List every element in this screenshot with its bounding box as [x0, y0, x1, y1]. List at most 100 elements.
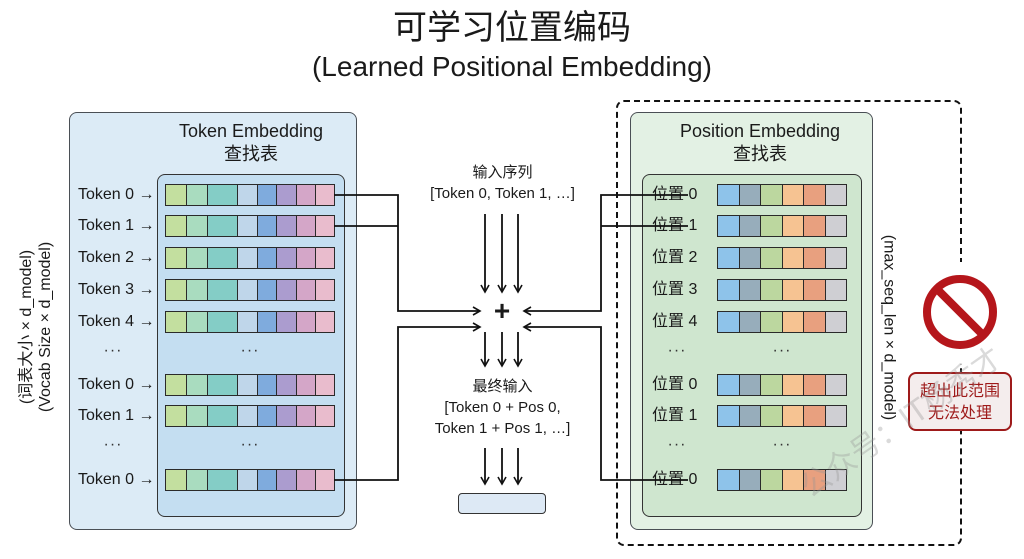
warning-line-2: 无法处理 [927, 403, 992, 422]
token-vector-cell [166, 185, 188, 205]
token-vector-cell [238, 375, 259, 395]
position-vector-cell [825, 406, 846, 426]
token-vector-cell [238, 216, 259, 236]
position-vector-cell [739, 280, 761, 300]
token-embedding-vector [165, 405, 335, 427]
token-vector-cell [277, 375, 297, 395]
token-vector-cell [166, 248, 188, 268]
token-vector-cell [315, 280, 334, 300]
token-vector-cell [296, 406, 316, 426]
token-vector-cell [238, 248, 259, 268]
position-vector-cell [804, 470, 826, 490]
token-vector-cell [296, 280, 316, 300]
token-vector-cell [315, 216, 334, 236]
position-vector-cell [739, 185, 761, 205]
token-row-label: Token 4 → [78, 313, 155, 330]
position-embedding-heading-zh: 查找表 [733, 144, 787, 164]
position-vector-cell [825, 216, 846, 236]
position-embedding-vector [717, 405, 847, 427]
position-embedding-heading-en: Position Embedding [679, 121, 841, 141]
position-embedding-vector [717, 279, 847, 301]
token-vector-cell [187, 312, 209, 332]
position-vector-cell [739, 216, 761, 236]
token-vector-cell [187, 216, 209, 236]
position-embedding-vector [717, 184, 847, 206]
position-vector-cell [761, 375, 783, 395]
position-vector-cell [718, 280, 740, 300]
position-embedding-vector [717, 469, 847, 491]
token-embedding-vector [165, 279, 335, 301]
token-ellipsis-cells: ··· [240, 342, 260, 359]
position-row-label: 位置 0 [652, 376, 698, 393]
position-vector-cell [761, 280, 783, 300]
position-vector-cell [761, 470, 783, 490]
token-vector-cell [166, 216, 188, 236]
token-vector-cell [238, 406, 259, 426]
token-vector-cell [208, 280, 238, 300]
token-vector-cell [258, 280, 278, 300]
token-vector-cell [166, 406, 188, 426]
token-vector-cell [315, 406, 334, 426]
token-row-label: Token 1 → [78, 217, 155, 234]
token-vector-cell [258, 406, 278, 426]
token-ellipsis-label: ··· [103, 436, 123, 453]
token-vector-cell [258, 470, 278, 490]
position-vector-cell [804, 185, 826, 205]
prohibited-icon [923, 262, 997, 364]
token-vector-cell [277, 406, 297, 426]
position-vector-cell [718, 312, 740, 332]
position-vector-cell [825, 280, 846, 300]
position-row-label: 位置 2 [652, 249, 698, 266]
position-vector-cell [761, 312, 783, 332]
token-vector-cell [258, 216, 278, 236]
position-vector-cell [782, 248, 804, 268]
position-embedding-heading: Position Embedding 查找表 [660, 120, 860, 166]
position-vector-cell [761, 406, 783, 426]
token-vector-cell [315, 248, 334, 268]
token-row-label: Token 0 → [78, 376, 155, 393]
position-vector-cell [804, 312, 826, 332]
pos0-connector [522, 194, 688, 316]
position-vector-cell [761, 216, 783, 236]
token0-connector [334, 194, 482, 316]
add-operator: + [493, 295, 511, 326]
token-last-connector [334, 322, 482, 481]
token-vector-cell [296, 312, 316, 332]
token-vector-cell [208, 185, 238, 205]
token-vector-cell [258, 185, 278, 205]
token-vector-cell [208, 406, 238, 426]
input-sequence-value: [Token 0, Token 1, …] [430, 185, 575, 202]
position-vector-cell [739, 248, 761, 268]
token-vector-cell [187, 375, 209, 395]
warning-line-1: 超出此范围 [919, 381, 1000, 400]
token-vector-cell [315, 470, 334, 490]
position-ellipsis-label: ··· [667, 342, 687, 359]
position-row-label: 位置 4 [652, 313, 698, 330]
position-ellipsis-label: ··· [667, 436, 687, 453]
token-vector-cell [187, 248, 209, 268]
final-input-line2: Token 1 + Pos 1, …] [434, 420, 571, 437]
token-vector-cell [187, 406, 209, 426]
final-input-label: 最终输入 [Token 0 + Pos 0, Token 1 + Pos 1, … [400, 376, 605, 439]
token-vector-cell [277, 248, 297, 268]
token-vector-cell [277, 185, 297, 205]
out-of-range-warning: 超出此范围 无法处理 [908, 372, 1012, 431]
position-vector-cell [782, 375, 804, 395]
token-row-label: Token 0 → [78, 186, 155, 203]
token-row-label: Token 0 → [78, 471, 155, 488]
token-vector-cell [208, 312, 238, 332]
token-embedding-heading-zh: 查找表 [224, 144, 278, 164]
position-vector-cell [825, 248, 846, 268]
position-vector-cell [782, 312, 804, 332]
position-vector-cell [739, 312, 761, 332]
position-vector-cell [782, 185, 804, 205]
position-vector-cell [718, 406, 740, 426]
token-vector-cell [208, 216, 238, 236]
position-vector-cell [804, 216, 826, 236]
position-vector-cell [804, 280, 826, 300]
token-vector-cell [238, 312, 259, 332]
final-input-title: 最终输入 [472, 378, 533, 395]
position-embedding-vector [717, 247, 847, 269]
position-vector-cell [825, 470, 846, 490]
input-sequence-label: 输入序列 [Token 0, Token 1, …] [400, 162, 605, 204]
